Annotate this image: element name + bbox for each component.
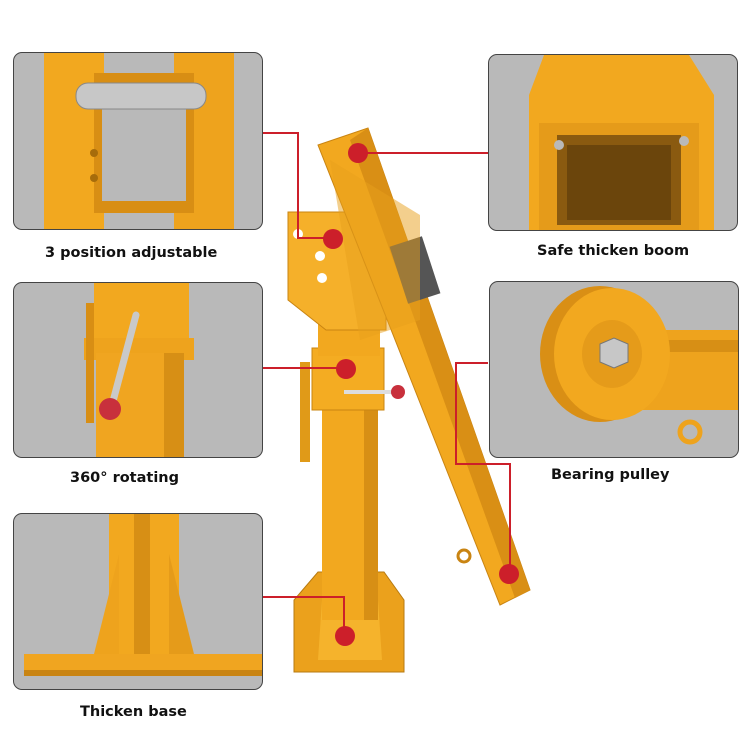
boom-brace	[330, 160, 420, 340]
caption-adjustable: 3 position adjustable	[45, 245, 218, 261]
rotation-handle-knob	[391, 385, 405, 399]
adjust-hole-2	[317, 273, 327, 283]
detail-panel-base	[13, 513, 263, 690]
boom-section-photo	[529, 55, 714, 230]
callout-dot-pulley	[499, 564, 519, 584]
callout-dots	[323, 143, 519, 646]
callout-dot-rotating	[336, 359, 356, 379]
crane-rotation-sleeve	[311, 347, 385, 411]
adjustable-pin-photo	[44, 53, 234, 229]
thicken-base-photo	[24, 514, 262, 676]
callout-line-adjustable	[262, 132, 330, 239]
callout-dot-base	[335, 626, 355, 646]
callout-line-base	[262, 596, 345, 634]
caption-boom: Safe thicken boom	[537, 243, 690, 259]
callout-line-pulley	[455, 362, 511, 570]
detail-panel-rotating	[13, 282, 263, 458]
detail-panel-pulley	[489, 281, 739, 458]
detail-panel-boom	[488, 54, 738, 231]
detail-panel-adjustable	[13, 52, 263, 230]
callout-dot-boom	[348, 143, 368, 163]
callout-lines	[262, 132, 511, 634]
caption-base: Thicken base	[80, 704, 187, 720]
crane-column-shade	[364, 400, 378, 620]
crane-lock-pin	[300, 362, 310, 462]
adjust-hole-1	[315, 251, 325, 261]
rotating-sleeve-photo	[84, 283, 194, 457]
bearing-pulley-photo	[540, 286, 738, 445]
caption-pulley: Bearing pulley	[551, 467, 670, 483]
boom-hook-eye	[456, 548, 472, 564]
callout-dot-adjustable	[323, 229, 343, 249]
caption-rotating: 360° rotating	[70, 470, 179, 486]
